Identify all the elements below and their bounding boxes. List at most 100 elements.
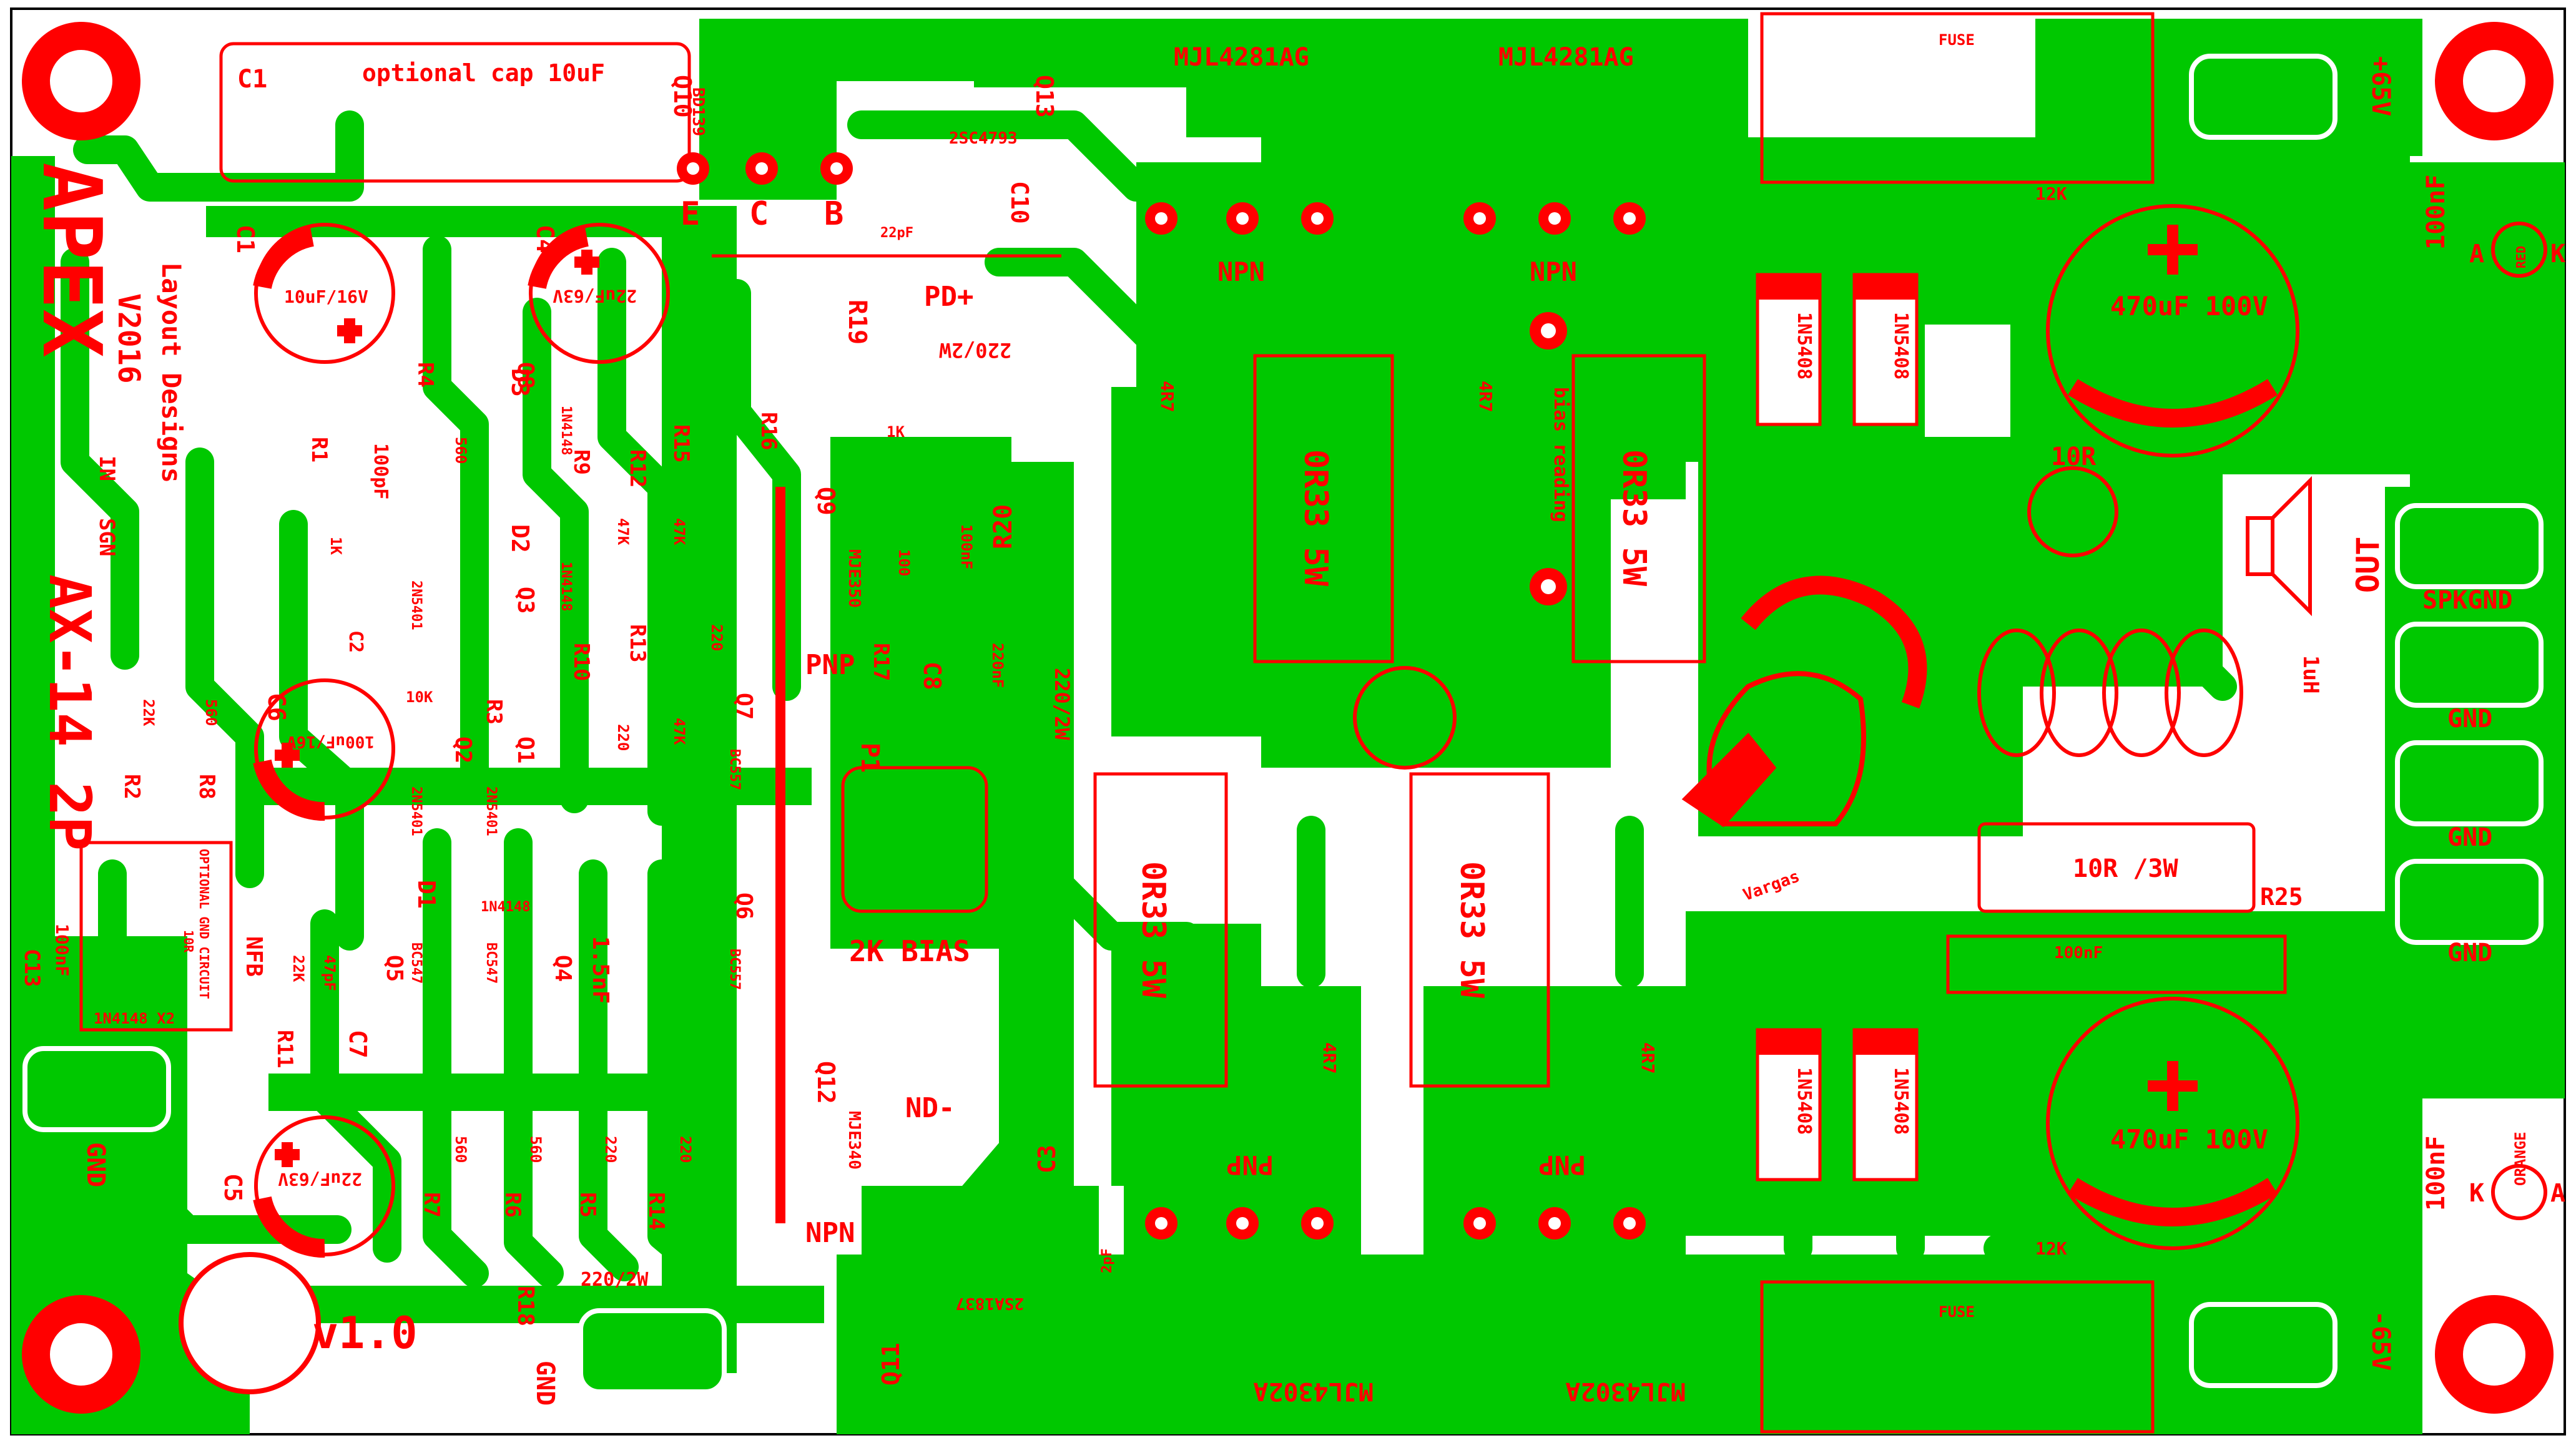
r2-label: R2 xyxy=(119,774,144,800)
r-12k-top: 12K xyxy=(2035,183,2067,204)
q4-part: BC547 xyxy=(483,942,499,984)
v-220-1: 220 xyxy=(708,624,725,651)
c8-value: 100nF xyxy=(958,524,975,569)
plus65-label: +65V xyxy=(2366,56,2395,116)
r-4r7-4: 4R7 xyxy=(1638,1042,1658,1074)
c100p-value: 100pF xyxy=(370,443,391,499)
r-emit-4: 0R33 5W xyxy=(1453,861,1490,999)
pin-c: C xyxy=(749,195,769,233)
v-220-4: 220 xyxy=(677,1136,694,1163)
r15-label: R15 xyxy=(669,424,694,462)
c3-label: C3 xyxy=(1033,1145,1061,1173)
cap-100n-r25: 100nF xyxy=(2054,944,2103,962)
npn-top-1: NPN xyxy=(1217,257,1265,287)
d-1n5408-2: 1N5408 xyxy=(1890,312,1912,379)
c1-label: C1 xyxy=(237,65,267,94)
r9-label: R9 xyxy=(569,449,594,475)
q10-part: BD139 xyxy=(689,87,707,136)
d2-label: D2 xyxy=(506,524,534,553)
brand-logo-text: APEX xyxy=(24,162,119,358)
q-out-bot-1-label: MJL4302A xyxy=(1253,1377,1374,1406)
q13-label: Q13 xyxy=(1031,75,1058,118)
r5-label: R5 xyxy=(575,1192,600,1218)
v-1k-1: 1K xyxy=(887,423,905,441)
v-100-1: 100 xyxy=(895,549,913,576)
c13-value: 100nF xyxy=(52,924,72,976)
cap-470u-top: 470uF 100V xyxy=(2110,291,2268,321)
inductor-coil xyxy=(1977,629,2243,757)
nfb-label: NFB xyxy=(241,936,267,977)
q13-part: 2SC4793 xyxy=(949,129,1018,148)
q12-label: Q12 xyxy=(812,1061,840,1104)
q3-part: 2N5401 xyxy=(483,786,499,836)
q3-label: Q3 xyxy=(513,587,538,614)
pin-e: E xyxy=(681,195,700,233)
r20-label: R20 xyxy=(989,504,1018,549)
q9-part: MJE350 xyxy=(845,549,863,608)
q11-part: 2SA1837 xyxy=(955,1294,1024,1313)
q-out-top-2-label: MJL4281AG xyxy=(1498,43,1634,72)
c7-label: C7 xyxy=(344,1030,371,1059)
r18-value: 220/2W xyxy=(581,1269,649,1291)
spkgnd-label: SPKGND xyxy=(2422,586,2513,615)
mascot-icon xyxy=(179,1252,321,1394)
r18-label: R18 xyxy=(513,1286,538,1326)
r25-label: R25 xyxy=(2260,883,2303,911)
r1-label: R1 xyxy=(307,437,332,462)
pd-label: PD+ xyxy=(924,281,973,313)
cap-100n-bot: 100nF xyxy=(2422,1136,2451,1211)
q5-part: BC547 xyxy=(408,942,424,984)
led-cathode-bot: K xyxy=(2469,1179,2484,1208)
d-1n4148-3: 1N4148 xyxy=(481,899,530,915)
v-220-3: 220 xyxy=(602,1136,619,1163)
d-1n4148x2: 1N4148 X2 xyxy=(94,1010,175,1027)
r-10r-label: 10R xyxy=(2051,443,2097,471)
r20-value: 220/2W xyxy=(1050,668,1074,740)
gnd-label-1: GND xyxy=(2447,705,2492,733)
q6-label: Q6 xyxy=(731,893,757,919)
cap-polarity-marks xyxy=(253,228,2278,1258)
speaker-icon xyxy=(2246,476,2312,617)
minus65-label: -65V xyxy=(2366,1311,2395,1371)
q-out-bot-2-label: MJL4302A xyxy=(1565,1377,1686,1406)
r-emit-3: 0R33 5W xyxy=(1134,861,1172,999)
traces xyxy=(61,110,2362,1400)
r25-value: 10R /3W xyxy=(2073,854,2178,883)
v-560-1: 560 xyxy=(202,699,220,726)
bias-label: 2K BIAS xyxy=(849,934,970,968)
r6-label: R6 xyxy=(500,1192,525,1218)
c6-label: C6 xyxy=(263,693,290,722)
q8-label: Q8 xyxy=(513,362,538,389)
d1-label: D1 xyxy=(413,880,440,909)
c2p-value: 2pF xyxy=(1099,1248,1115,1273)
r-12k-bot: 12K xyxy=(2035,1238,2067,1259)
silk-frames xyxy=(79,12,2287,1434)
model-title: AX-14 2P xyxy=(36,574,103,851)
d-1n5408-1: 1N5408 xyxy=(1793,312,1815,379)
optional-gnd-circuit: OPTIONAL GND CIRCUIT xyxy=(197,849,212,999)
gnd-label-bottom: GND xyxy=(531,1361,559,1406)
c1-5n-value: 1.5nF xyxy=(587,936,613,1004)
c2-label: C2 xyxy=(345,630,366,653)
c13-label: C13 xyxy=(19,949,44,987)
r16-label: R16 xyxy=(756,412,781,450)
knight-logo xyxy=(1681,575,1927,828)
pnp-bot-1: PNP xyxy=(1226,1150,1274,1180)
plus-signs xyxy=(275,225,2198,1167)
q10-label: Q10 xyxy=(669,75,696,118)
v-47k-3: 47K xyxy=(671,718,688,745)
silk-circles xyxy=(254,204,2547,1256)
c10-label: C10 xyxy=(1006,181,1033,224)
v-560-4: 560 xyxy=(527,1136,544,1163)
v-22k-1: 22K xyxy=(140,699,157,726)
v-22k-2: 22K xyxy=(290,955,307,982)
c47p-value: 47pF xyxy=(321,955,338,991)
q2-part: 2N5401 xyxy=(408,580,424,630)
mounting-hole-tr xyxy=(2435,22,2554,140)
gnd-label-3: GND xyxy=(2447,939,2492,967)
q5-label: Q5 xyxy=(381,955,407,982)
p1-label: P1 xyxy=(855,743,884,773)
r19-value: 220/2W xyxy=(939,338,1011,362)
cap-100n-top: 100nF xyxy=(2422,175,2451,250)
